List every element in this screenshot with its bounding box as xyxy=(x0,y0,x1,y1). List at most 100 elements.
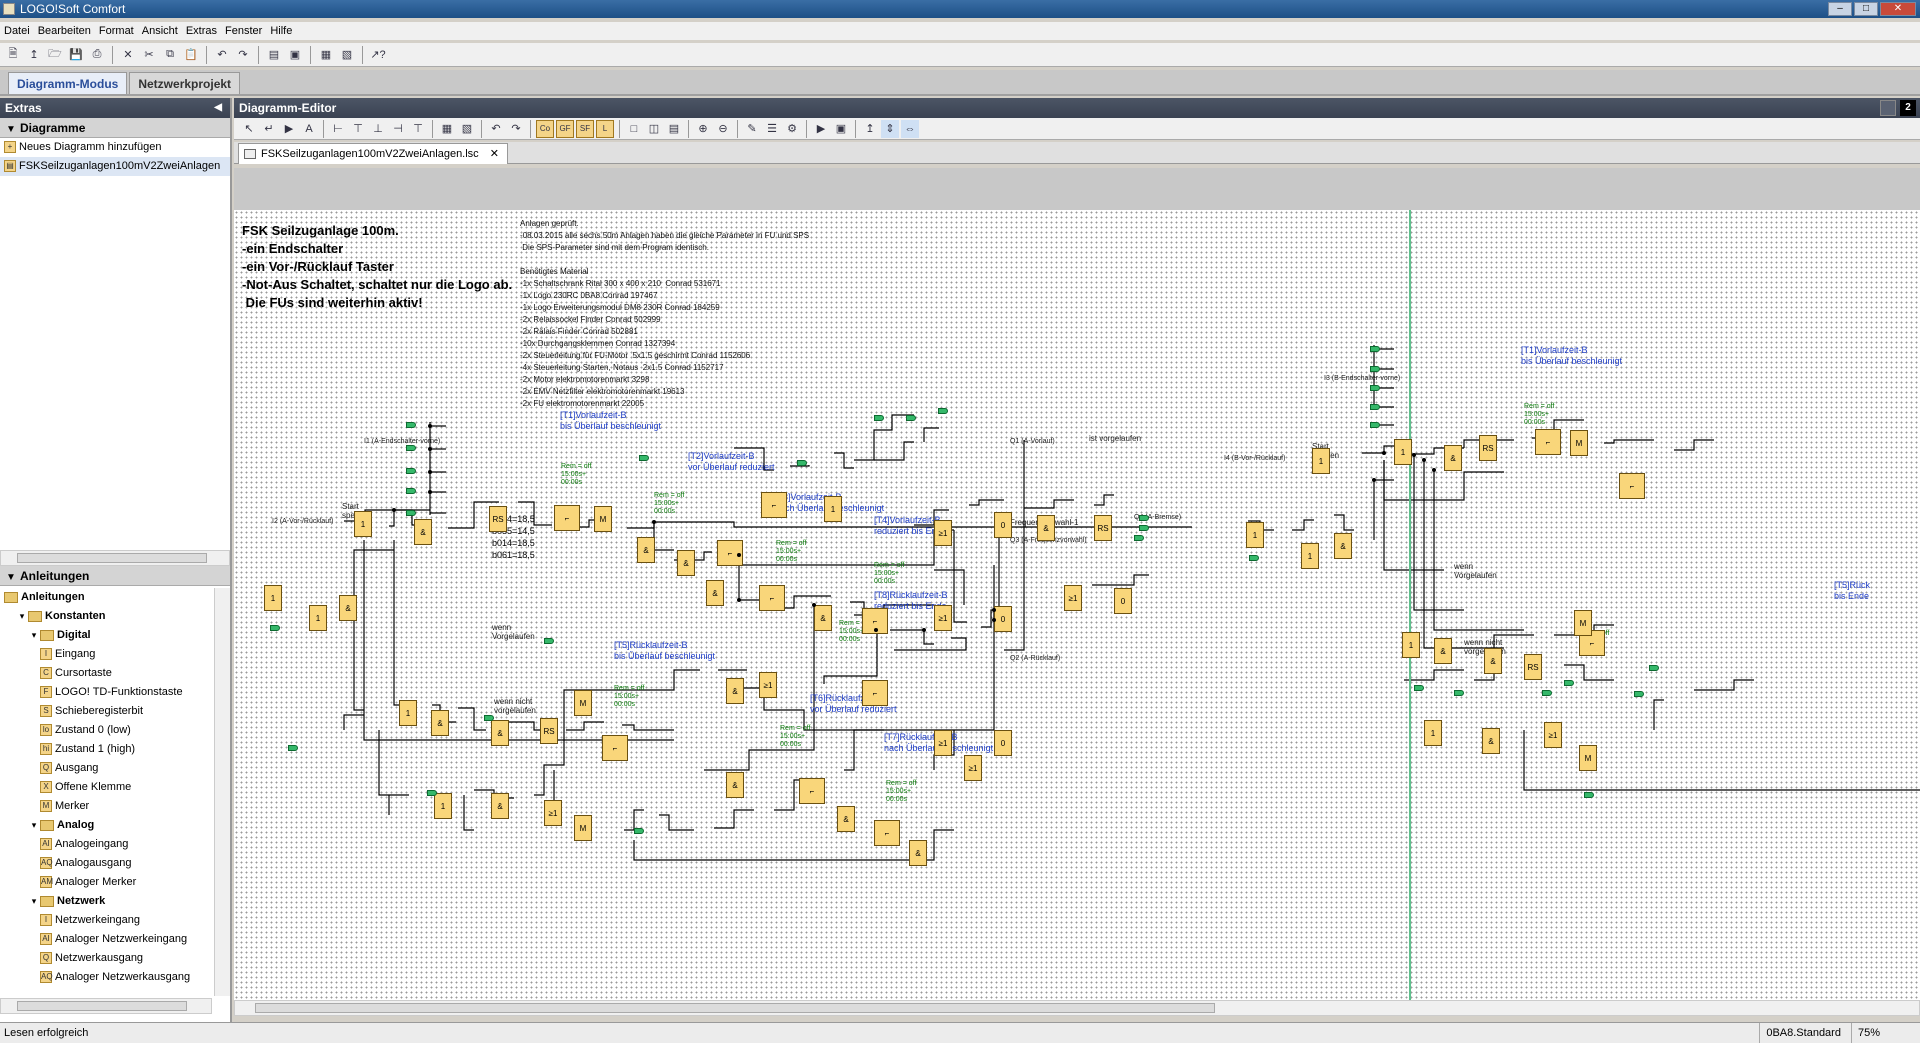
connector-marker[interactable] xyxy=(1370,366,1380,372)
connector-marker[interactable] xyxy=(270,625,280,631)
connector-marker[interactable] xyxy=(406,422,416,428)
connector-marker[interactable] xyxy=(1139,525,1149,531)
connector-marker[interactable] xyxy=(406,468,416,474)
align-top-icon[interactable]: ⊥ xyxy=(373,123,383,135)
connector-marker[interactable] xyxy=(1370,346,1380,352)
function-block[interactable]: 1 xyxy=(1402,632,1420,658)
join-connection-icon[interactable]: ▧ xyxy=(461,123,473,135)
co-icon[interactable]: Co xyxy=(536,119,554,138)
function-block[interactable]: RS xyxy=(489,506,507,532)
undo-icon[interactable]: ↶ xyxy=(491,123,501,135)
menu-extras[interactable]: Extras xyxy=(185,25,218,37)
function-block[interactable]: 1 xyxy=(1301,543,1319,569)
align-center-icon[interactable]: ⊤ xyxy=(353,123,363,135)
function-block[interactable]: 1 xyxy=(354,511,372,537)
parameter-icon[interactable]: ☰ xyxy=(767,123,777,135)
triple-view-icon[interactable]: ▤ xyxy=(668,123,680,135)
cut-connection-icon[interactable]: ▦ xyxy=(441,123,453,135)
function-block[interactable]: M xyxy=(594,506,612,532)
undo-icon[interactable]: ↶ xyxy=(217,49,227,61)
scroll-thumb[interactable] xyxy=(17,1001,187,1011)
menu-fenster[interactable]: Fenster xyxy=(225,25,263,37)
upload-icon[interactable]: ↥ xyxy=(29,49,39,61)
function-block[interactable]: ⌐ xyxy=(554,505,580,531)
function-block[interactable]: & xyxy=(431,710,449,736)
function-block[interactable]: ⌐ xyxy=(1535,429,1561,455)
function-block[interactable]: & xyxy=(726,772,744,798)
connector-marker[interactable] xyxy=(938,408,948,414)
connector-marker[interactable] xyxy=(906,415,916,421)
single-view-icon[interactable]: □ xyxy=(630,122,638,135)
function-block[interactable]: RS xyxy=(1479,435,1497,461)
note-t2[interactable]: [T2]Vorlaufzeit-B vor Überlauf reduziert xyxy=(688,451,775,472)
menu-datei[interactable]: Datei xyxy=(4,25,30,37)
window-count-badge[interactable]: 2 xyxy=(1900,100,1916,116)
tree-folder[interactable]: ▾Konstanten xyxy=(0,607,214,626)
note-t7[interactable]: [T7]Rücklaufzeit-B nach Überlauf beschle… xyxy=(884,732,994,753)
connector-marker[interactable] xyxy=(406,488,416,494)
function-block[interactable]: ⌐ xyxy=(761,492,787,518)
function-block[interactable]: 1 xyxy=(1424,720,1442,746)
function-block[interactable]: & xyxy=(414,519,432,545)
context-help-icon[interactable]: ↗? xyxy=(370,49,386,61)
function-block[interactable]: 1 xyxy=(1312,448,1330,474)
expander-icon[interactable]: ▾ xyxy=(19,611,25,621)
connector-marker[interactable] xyxy=(288,745,298,751)
diagram-canvas[interactable]: FSK Seilzuganlage 100m. -ein Endschalter… xyxy=(234,210,1920,1000)
zoom-in-icon[interactable]: ⊕ xyxy=(698,123,708,135)
function-block[interactable]: & xyxy=(637,537,655,563)
function-block[interactable]: ≥1 xyxy=(934,605,952,631)
function-block[interactable]: & xyxy=(677,550,695,576)
tab-diagram-file[interactable]: FSKSeilzuganlagen100mV2ZweiAnlagen.lsc ✕ xyxy=(238,143,508,164)
zoom-out-icon[interactable]: ⊖ xyxy=(718,123,728,135)
menu-hilfe[interactable]: Hilfe xyxy=(270,25,293,37)
note-t5[interactable]: [T5]Rücklaufzeit-B bis Überlauf beschleu… xyxy=(614,640,716,661)
function-block[interactable]: ≥1 xyxy=(544,800,562,826)
function-block[interactable]: ≥1 xyxy=(934,520,952,546)
connector-marker[interactable] xyxy=(634,828,644,834)
connector-marker[interactable] xyxy=(1249,555,1259,561)
function-block[interactable]: 1 xyxy=(309,605,327,631)
function-block[interactable]: 0 xyxy=(994,606,1012,632)
connector-marker[interactable] xyxy=(406,445,416,451)
connector-marker[interactable] xyxy=(1584,792,1594,798)
function-block[interactable]: ≥1 xyxy=(1064,585,1082,611)
function-block[interactable]: 1 xyxy=(434,793,452,819)
connector-marker[interactable] xyxy=(797,460,807,466)
connector-marker[interactable] xyxy=(1564,680,1574,686)
function-block[interactable]: RS xyxy=(540,718,558,744)
menu-format[interactable]: Format xyxy=(98,25,134,37)
fit-page-icon[interactable]: ⇕ xyxy=(881,119,899,138)
function-block[interactable]: & xyxy=(1037,515,1055,541)
note-t6[interactable]: [T6]Rücklaufzeit-B vor Überlauf reduzier… xyxy=(810,693,897,714)
new-file-icon[interactable]: 🗎 xyxy=(8,48,18,60)
function-block[interactable]: M xyxy=(1579,745,1597,771)
align-bottom-icon[interactable]: ⊤ xyxy=(413,123,423,135)
tree-folder[interactable]: ▾Netzwerk xyxy=(0,892,214,911)
function-block[interactable]: & xyxy=(1484,648,1502,674)
function-block[interactable]: RS xyxy=(1524,654,1542,680)
chevron-down-icon[interactable]: ▼ xyxy=(6,124,16,135)
function-block[interactable]: 1 xyxy=(1246,522,1264,548)
connector-marker[interactable] xyxy=(874,415,884,421)
sf-icon[interactable]: SF xyxy=(576,119,594,138)
connector-marker[interactable] xyxy=(1414,685,1424,691)
l-icon[interactable]: L xyxy=(596,119,614,138)
constants-icon[interactable]: ▶ xyxy=(284,123,294,135)
function-block[interactable]: 1 xyxy=(399,700,417,726)
maximize-button[interactable]: □ xyxy=(1854,2,1878,16)
delete-icon[interactable]: ✕ xyxy=(123,49,133,61)
close-button[interactable]: ✕ xyxy=(1880,2,1916,16)
